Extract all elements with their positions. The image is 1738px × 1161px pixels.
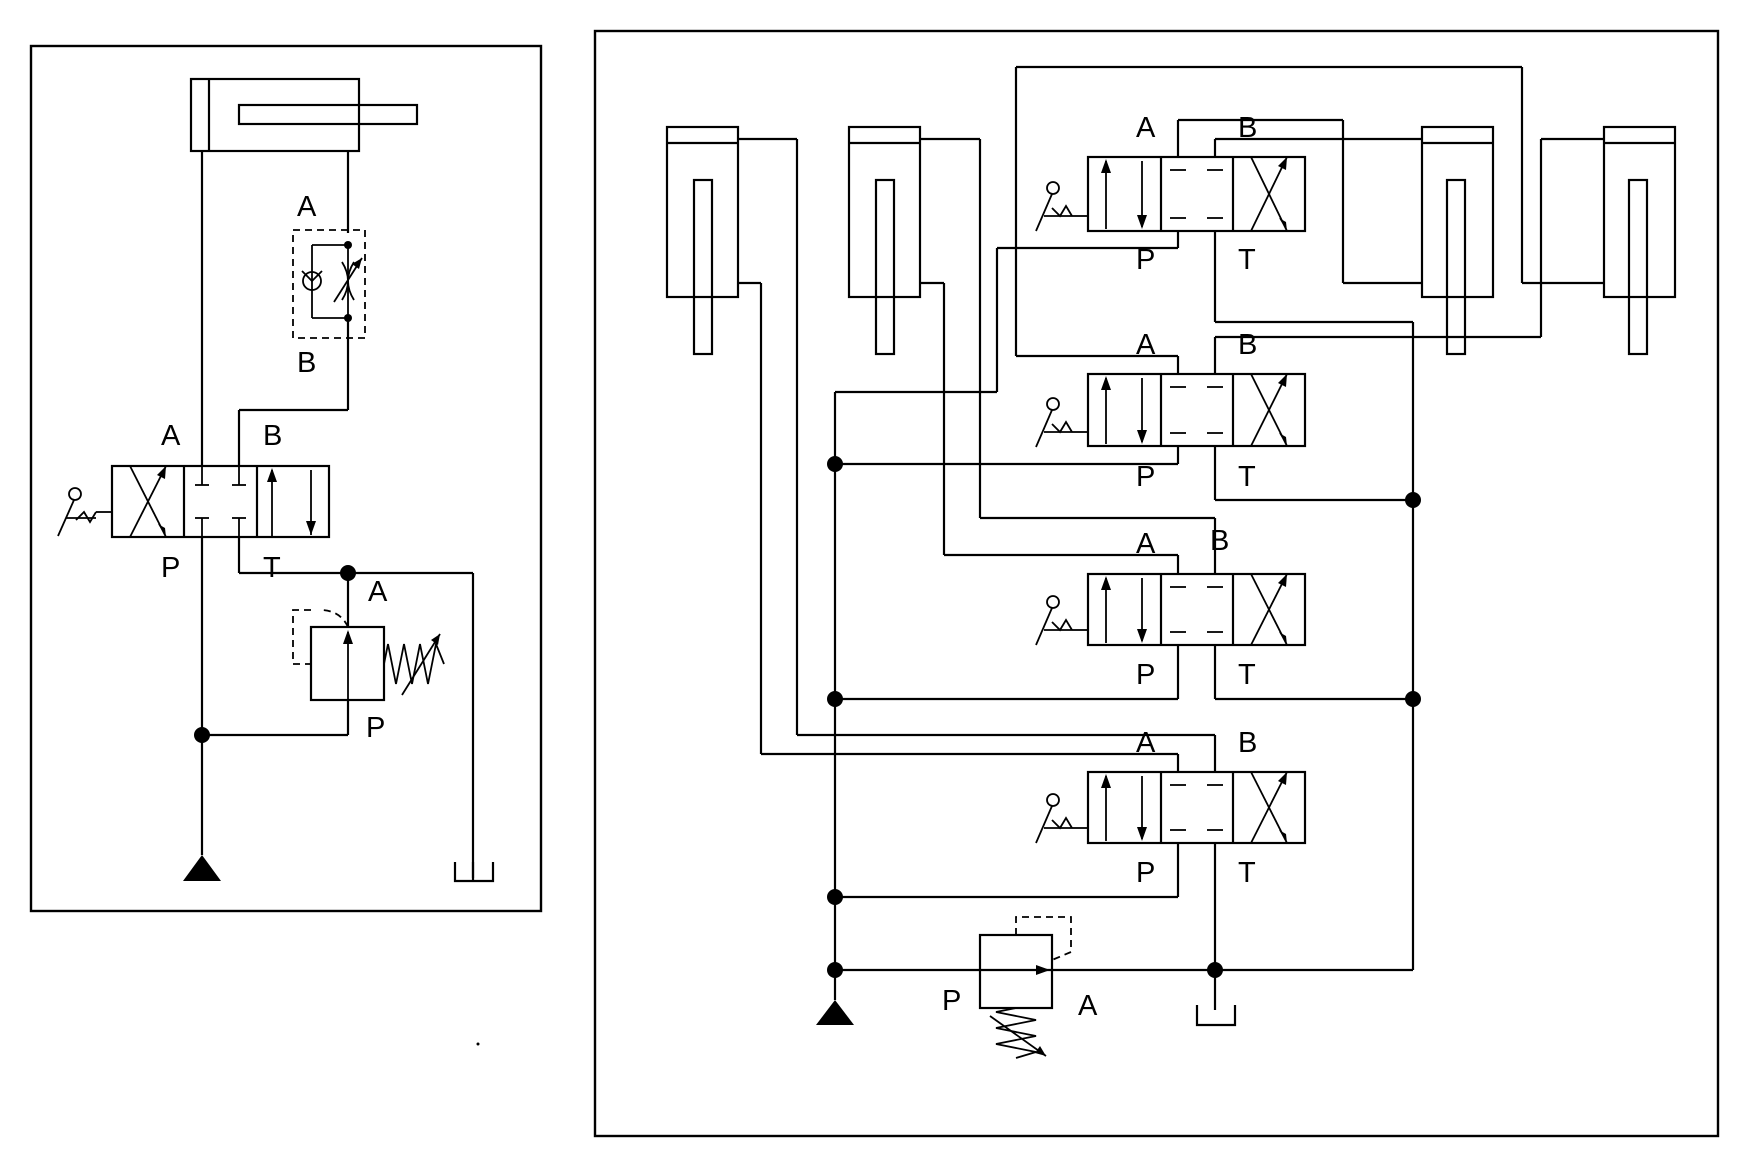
- lever-icon: [1035, 397, 1088, 448]
- left-directional-valve: [57, 464, 331, 539]
- valve-3-label-t: T: [1238, 659, 1256, 691]
- directional-valve-4: A B P T: [1035, 727, 1307, 889]
- left-cylinder-icon: [189, 77, 419, 153]
- spring-icon: [383, 640, 445, 685]
- cylinder-3-icon: [1420, 125, 1495, 356]
- label-dir-t: T: [263, 552, 281, 584]
- valve-2-label-t: T: [1238, 461, 1256, 493]
- label-dir-p: P: [161, 552, 180, 584]
- right-frame: [593, 29, 1720, 1138]
- directional-valve-1: A B P T: [1035, 112, 1307, 276]
- cylinder-2-icon: [847, 125, 922, 356]
- cylinder-icon: [665, 125, 740, 356]
- label-dir-b: B: [263, 420, 282, 452]
- lever-icon: [57, 487, 112, 537]
- valve-3-label-a: A: [1136, 528, 1156, 560]
- right-relief-valve: P A: [942, 916, 1098, 1059]
- valve-2-label-a: A: [1136, 329, 1156, 361]
- right-relief-label-a: A: [1078, 990, 1098, 1022]
- left-relief-valve: [292, 609, 445, 702]
- valve-1-label-p: P: [1136, 244, 1155, 276]
- valve-4-label-p: P: [1136, 857, 1155, 889]
- label-flow-b: B: [297, 347, 316, 379]
- valve-1-label-b: B: [1238, 112, 1257, 144]
- label-flow-a: A: [297, 191, 317, 223]
- label-relief-p: P: [366, 712, 385, 744]
- right-pump-icon: [816, 1000, 854, 1025]
- left-circuit: A B A B P T A P: [29, 44, 543, 913]
- valve-3-label-b: B: [1210, 525, 1229, 557]
- valve-4-label-b: B: [1238, 727, 1257, 759]
- directional-valve-3: A B P T: [1035, 525, 1307, 691]
- right-piping: [738, 65, 1604, 1010]
- right-circuit: A B P T A B P T: [593, 29, 1720, 1138]
- right-relief-label-p: P: [942, 985, 961, 1017]
- flow-control-valve: [292, 229, 366, 339]
- label-relief-a: A: [368, 576, 388, 608]
- valve-2-label-b: B: [1238, 329, 1257, 361]
- check-valve-icon: [301, 270, 323, 291]
- valve-2-label-p: P: [1136, 461, 1155, 493]
- valve-1-label-a: A: [1136, 112, 1156, 144]
- directional-valve-2: A B P T: [1035, 329, 1307, 493]
- lever-icon: [1035, 181, 1088, 232]
- right-tank-icon: [1195, 1005, 1237, 1027]
- left-piping: [200, 151, 475, 878]
- valve-1-label-t: T: [1238, 244, 1256, 276]
- left-frame: [29, 44, 543, 913]
- valve-4-label-a: A: [1136, 727, 1156, 759]
- lever-icon: [1035, 793, 1088, 844]
- lever-icon: [1035, 595, 1088, 646]
- valve-4-label-t: T: [1238, 857, 1256, 889]
- left-pump-icon: [183, 855, 221, 881]
- label-dir-a: A: [161, 420, 181, 452]
- spring-icon: [995, 1007, 1037, 1059]
- cylinder-4-icon: [1602, 125, 1677, 356]
- valve-3-label-p: P: [1136, 659, 1155, 691]
